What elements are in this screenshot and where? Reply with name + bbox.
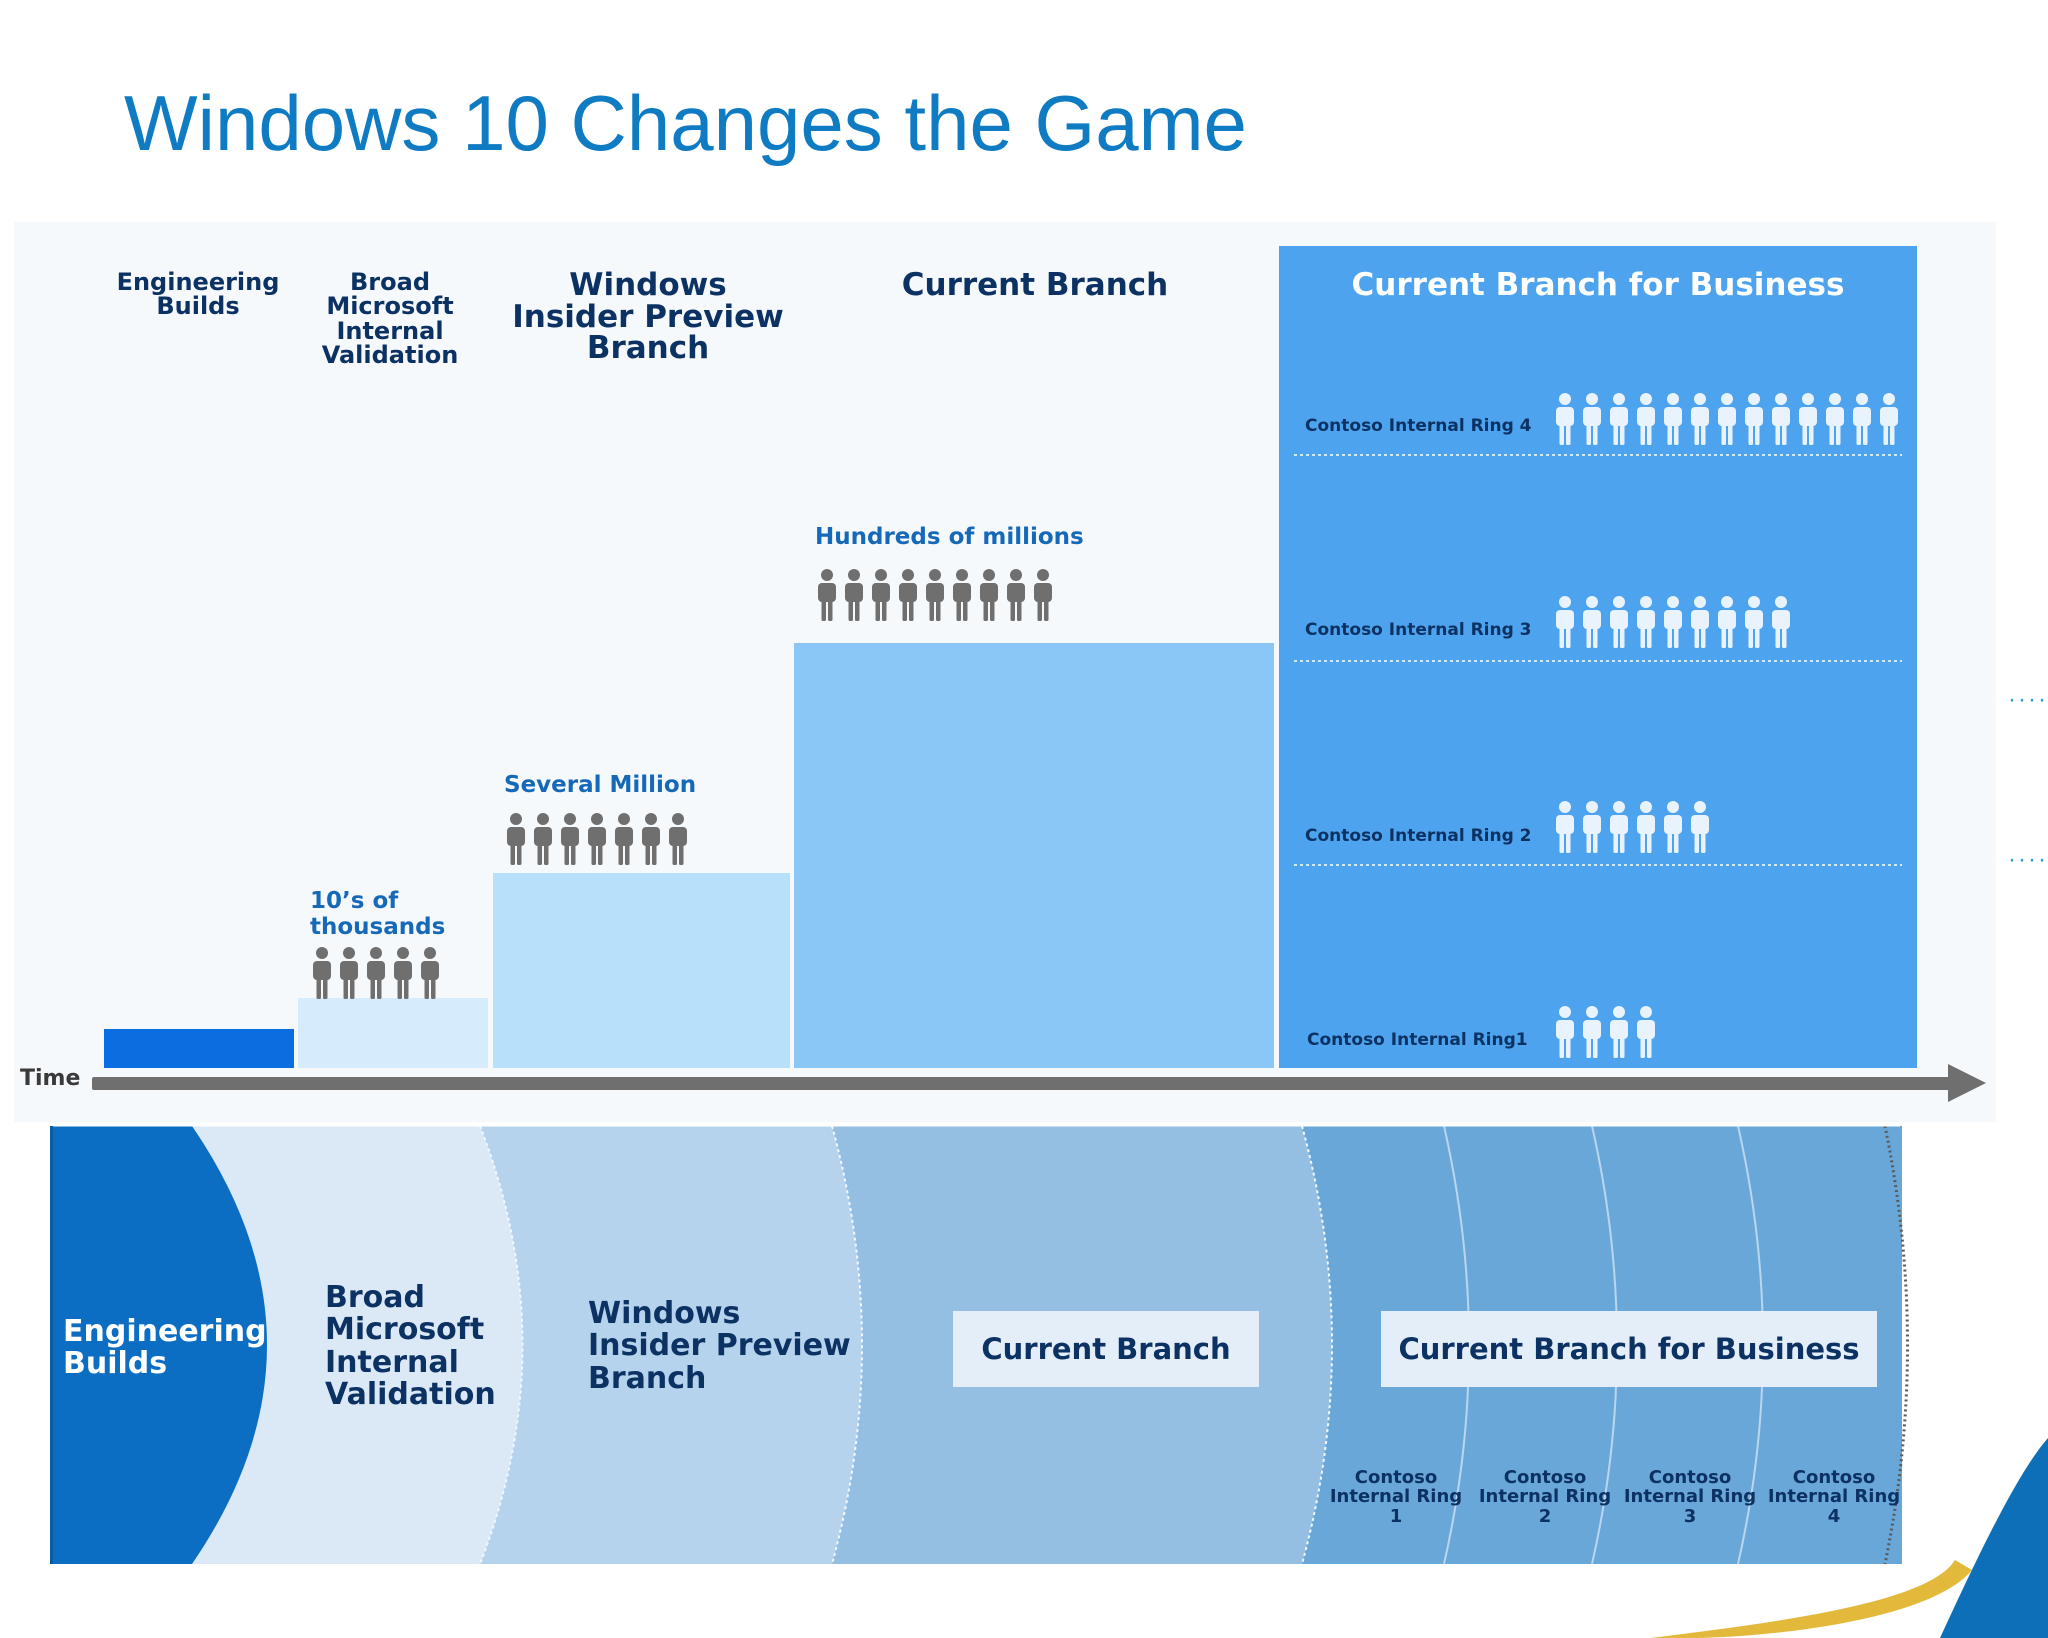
slide-title: Windows 10 Changes the Game [124,79,1247,167]
arc-ring-label-3: Contoso Internal Ring 3 [1623,1467,1757,1527]
time-label: Time [20,1066,81,1091]
business-panel [1279,246,1917,1068]
time-arrow [92,1064,1986,1102]
person-icon [313,947,331,999]
col-label-engineering: Engineering Builds [116,268,280,321]
arc-ring-label-2: Contoso Internal Ring 2 [1478,1467,1612,1527]
people-ring-3 [1553,595,1796,655]
count-label-insider: Several Million [504,772,697,798]
person-icon [845,569,863,621]
person-icon [1799,393,1817,445]
person-icon [1664,393,1682,445]
person-icon [1637,801,1655,853]
count-label-broad: 10’s of thousands [310,888,446,941]
person-icon [1583,1006,1601,1058]
person-icon [1583,596,1601,648]
person-icon [953,569,971,621]
insider-bar [493,873,790,1068]
person-icon [872,569,890,621]
person-icon [1637,596,1655,648]
people-ring-1 [1553,1005,1661,1065]
arc-ring-label-4: Contoso Internal Ring 4 [1767,1467,1901,1527]
person-icon [1664,801,1682,853]
person-icon [1610,393,1628,445]
person-icon [1772,393,1790,445]
person-icon [1556,1006,1574,1058]
person-icon [1556,801,1574,853]
person-icon [1718,596,1736,648]
person-icon [1745,393,1763,445]
person-icon [367,947,385,999]
person-icon [1610,801,1628,853]
person-icon [1556,596,1574,648]
person-icon [1880,393,1898,445]
col-label-business: Current Branch for Business [1351,267,1845,303]
person-icon [1007,569,1025,621]
person-icon [1691,393,1709,445]
person-icon [394,947,412,999]
arc-right-edge [1883,1125,1909,1565]
person-icon [1583,393,1601,445]
person-icon [1745,596,1763,648]
col-label-current: Current Branch [901,267,1169,303]
dots-decoration: ···· [2008,686,2048,713]
person-icon [1637,393,1655,445]
person-icon [1691,801,1709,853]
person-icon [561,813,579,865]
person-icon [669,813,687,865]
person-icon [1610,1006,1628,1058]
person-icon [1664,596,1682,648]
person-icon [507,813,525,865]
arc-label-engineering: Engineering Builds [63,1314,267,1382]
person-icon [1034,569,1052,621]
person-icon [1826,393,1844,445]
person-icon [615,813,633,865]
current-bar [794,643,1274,1068]
people-current [815,568,1058,628]
person-icon [340,947,358,999]
ring-label-1: Contoso Internal Ring1 [1307,1030,1528,1050]
person-icon [1718,393,1736,445]
person-icon [534,813,552,865]
ring-label-4: Contoso Internal Ring 4 [1305,416,1532,436]
col-label-broad: Broad Microsoft Internal Validation [321,268,459,370]
arc-label-current: Current Branch [953,1311,1259,1387]
ring-label-3: Contoso Internal Ring 3 [1305,620,1532,640]
people-broad [310,946,445,1006]
people-ring-2 [1553,800,1715,860]
arc-label-broad: Broad Microsoft Internal Validation [325,1280,496,1413]
person-icon [1853,393,1871,445]
person-icon [926,569,944,621]
person-icon [1772,596,1790,648]
broad-bar [298,998,488,1068]
person-icon [1583,801,1601,853]
person-icon [899,569,917,621]
people-insider [504,812,693,872]
person-icon [421,947,439,999]
band-left-edge [50,1126,53,1564]
arc-label-business: Current Branch for Business [1381,1311,1877,1387]
person-icon [1637,1006,1655,1058]
people-ring-4 [1553,392,1904,452]
count-label-current: Hundreds of millions [815,524,1084,550]
arc-engineering [52,1126,192,1564]
person-icon [818,569,836,621]
col-label-insider: Windows Insider Preview Branch [512,267,784,367]
person-icon [1610,596,1628,648]
arc-label-insider: Windows Insider Preview Branch [588,1296,851,1396]
dots-decoration: ···· [2008,846,2048,873]
eng-bar [104,1029,294,1068]
person-icon [980,569,998,621]
ring-label-2: Contoso Internal Ring 2 [1305,826,1532,846]
person-icon [642,813,660,865]
arc-ring-label-1: Contoso Internal Ring 1 [1329,1467,1463,1527]
person-icon [1691,596,1709,648]
person-icon [588,813,606,865]
person-icon [1556,393,1574,445]
arrow-right-icon [1948,1064,1986,1102]
